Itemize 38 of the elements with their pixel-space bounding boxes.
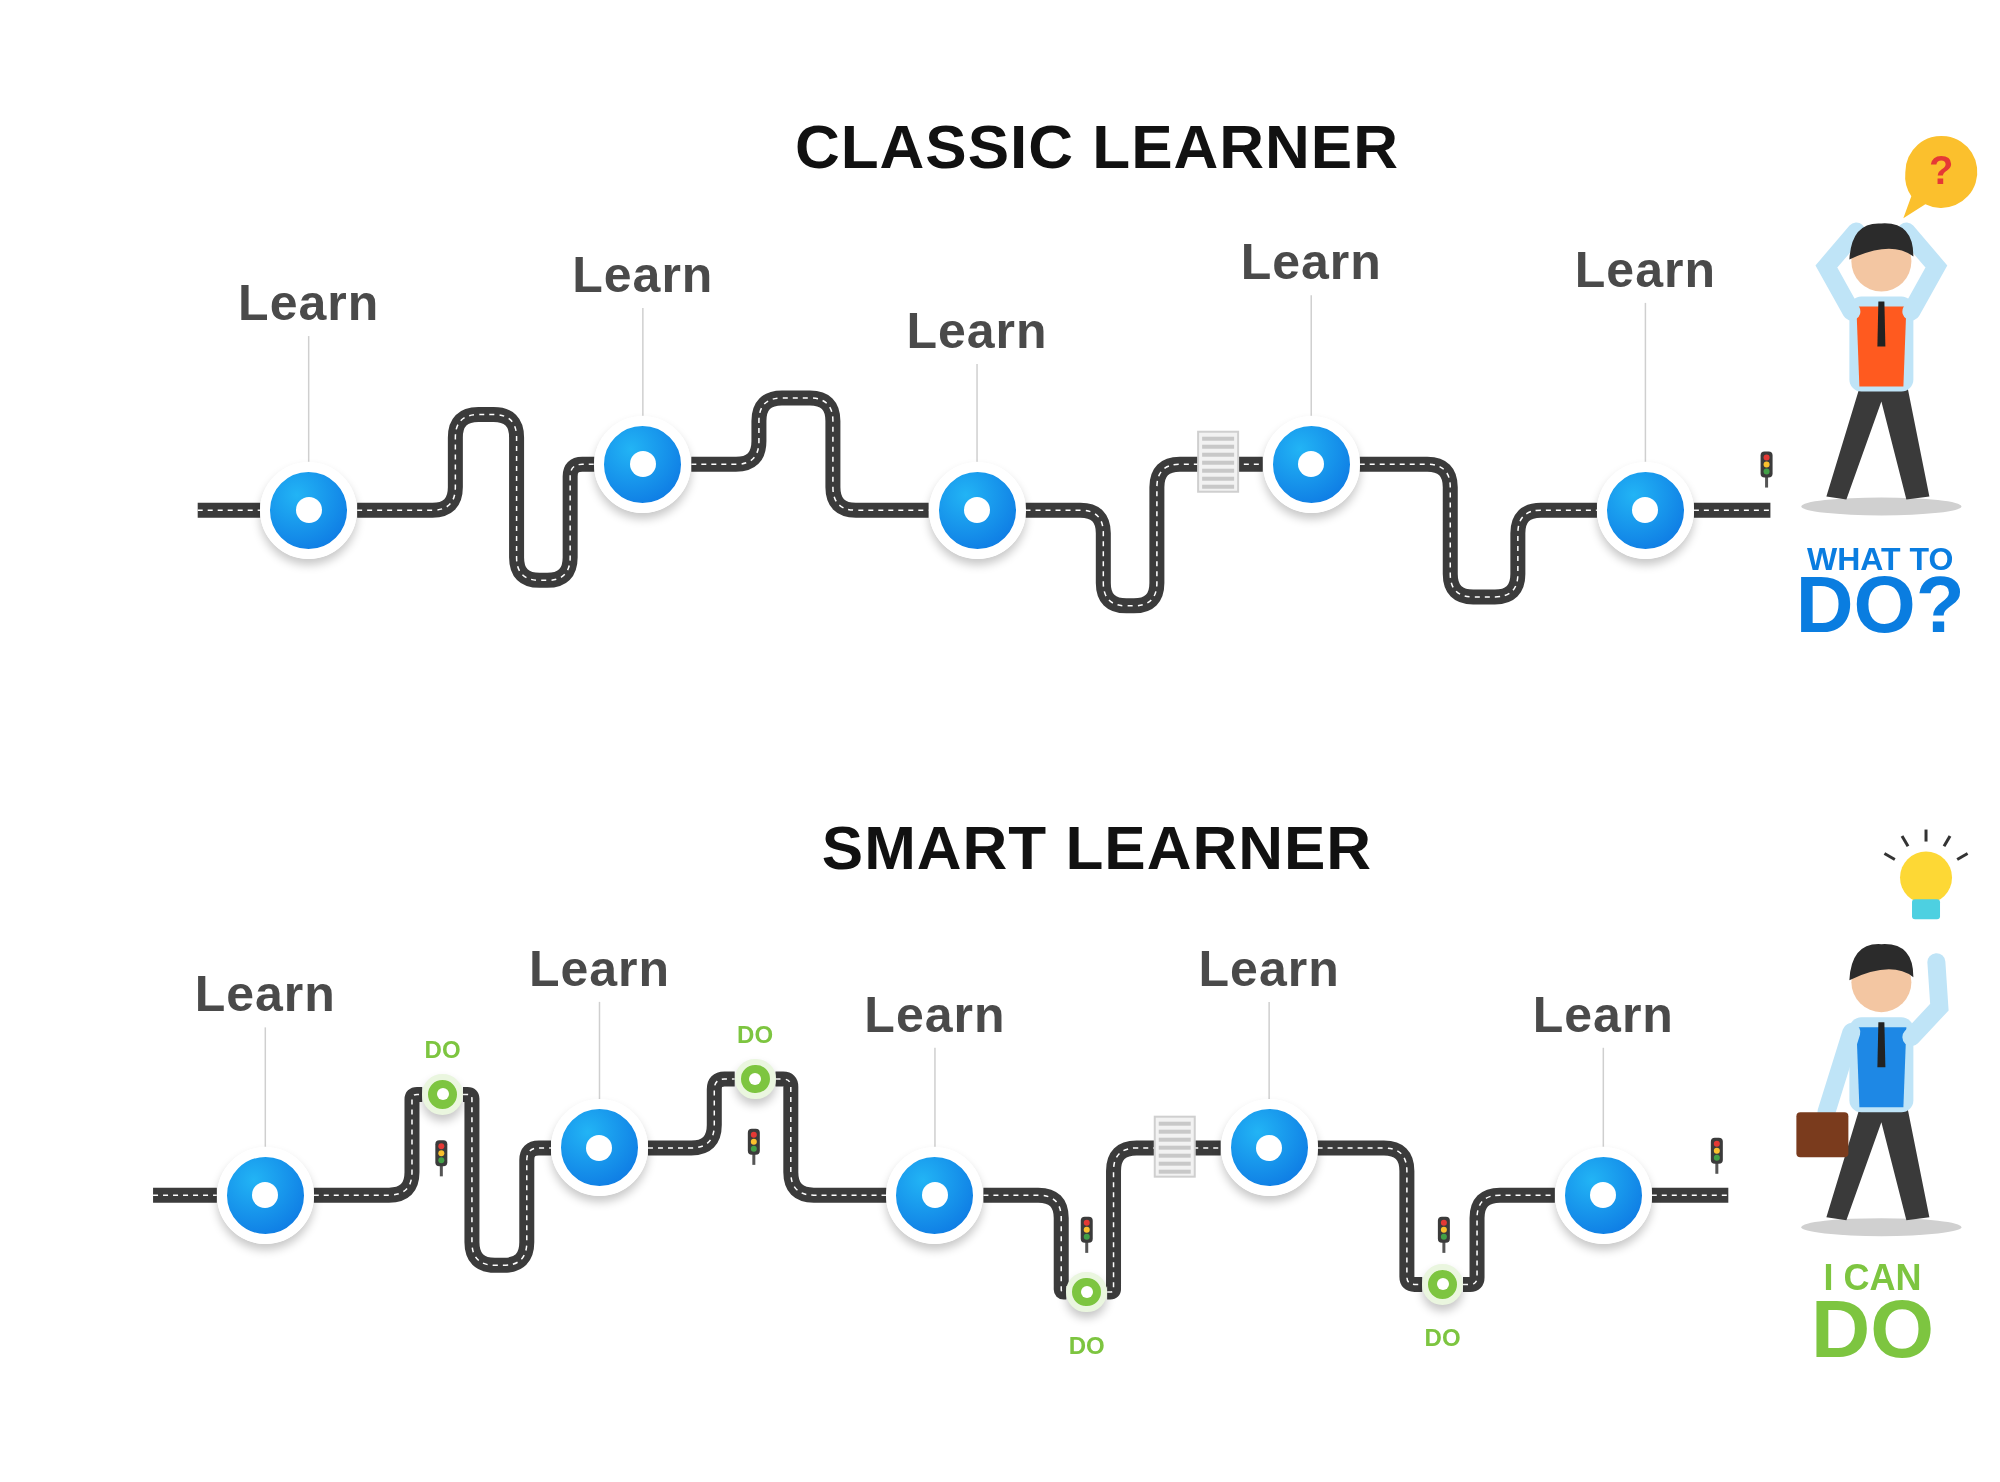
leader-line bbox=[264, 1026, 267, 1148]
do-label: DO bbox=[424, 1037, 461, 1062]
leader-line bbox=[1310, 294, 1312, 417]
road bbox=[982, 1187, 1072, 1300]
milestone-label: Learn bbox=[528, 943, 671, 994]
milestone-label: Learn bbox=[238, 278, 380, 329]
milestone-label: Learn bbox=[1574, 244, 1716, 295]
milestone-label: Learn bbox=[1240, 237, 1382, 288]
leader-line bbox=[1268, 1001, 1270, 1101]
leader-line bbox=[598, 1001, 601, 1101]
road bbox=[690, 390, 930, 518]
leader-line bbox=[642, 307, 644, 417]
do-label: DO bbox=[1424, 1326, 1461, 1351]
road bbox=[647, 1071, 736, 1156]
section-title: CLASSIC LEARNER bbox=[794, 115, 1399, 178]
road bbox=[1024, 456, 1264, 614]
milestone-label: Learn bbox=[1532, 989, 1674, 1040]
caption-text: I CAN bbox=[1823, 1260, 1922, 1297]
question-mark: ? bbox=[1929, 149, 1954, 190]
milestone-label: Learn bbox=[572, 250, 714, 300]
milestone-label: Learn bbox=[906, 306, 1048, 357]
milestone-label: Learn bbox=[1198, 943, 1340, 994]
leader-line bbox=[1602, 1047, 1605, 1148]
section-title: SMART LEARNER bbox=[821, 817, 1373, 880]
road bbox=[1462, 1187, 1556, 1292]
road bbox=[774, 1071, 888, 1203]
milestone-label: Learn bbox=[864, 989, 1006, 1040]
do-label: DO bbox=[1068, 1333, 1105, 1358]
road bbox=[1316, 1140, 1423, 1292]
road bbox=[356, 407, 596, 588]
leader-line bbox=[1644, 302, 1647, 463]
do-label: DO bbox=[737, 1022, 774, 1047]
leader-line bbox=[934, 1047, 936, 1148]
leader-line bbox=[976, 363, 978, 463]
leader-line bbox=[307, 335, 310, 463]
milestone-label: Learn bbox=[194, 969, 336, 1020]
road bbox=[1358, 456, 1598, 605]
road bbox=[313, 1086, 425, 1203]
